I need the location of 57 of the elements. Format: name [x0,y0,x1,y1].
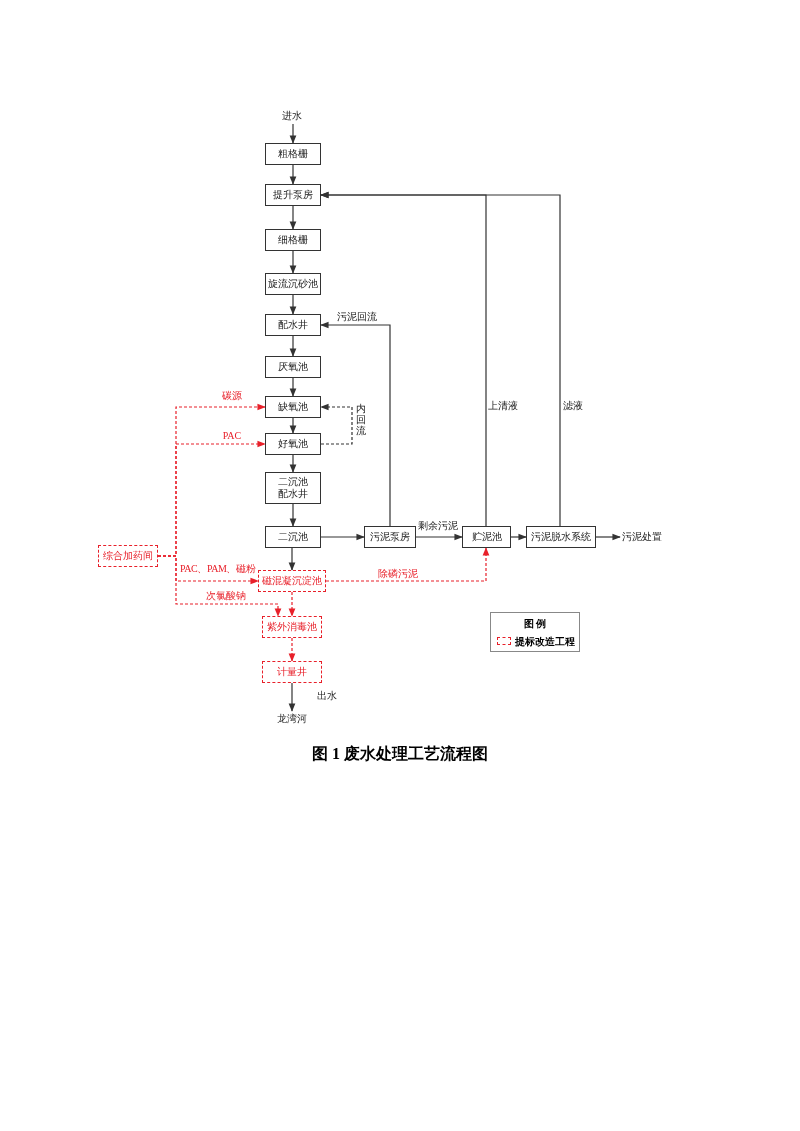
arrow [320,191,561,527]
process-box: 紫外消毒池 [262,616,322,638]
edge-label: 除磷污泥 [377,568,419,579]
process-box: 综合加药间 [98,545,158,567]
arrow [157,555,282,617]
legend-heading: 图 例 [522,617,548,631]
arrow [289,250,297,274]
arrow [288,547,296,571]
arrow [289,294,297,315]
arrow [289,335,297,357]
process-box: 配水井 [265,314,321,336]
arrow [289,454,297,473]
arrow [415,533,463,541]
process-box: 贮泥池 [462,526,511,548]
edge-label: 次氯酸钠 [205,590,247,601]
flow-endpoint-label: 污泥处置 [620,529,664,545]
process-box: 污泥泵房 [364,526,416,548]
edge-label: PAC [221,430,243,441]
edge-label: 碳源 [221,390,243,401]
process-box: 二沉池配水井 [265,472,321,504]
process-box: 计量井 [262,661,322,683]
process-box: 旋流沉砂池 [265,273,321,295]
arrow [288,682,296,712]
arrow [288,591,296,617]
edge-label: 上清液 [487,400,519,411]
arrow [289,377,297,397]
process-box: 细格栅 [265,229,321,251]
edge-label: 出水 [316,690,338,701]
arrow [325,547,490,582]
process-box: 提升泵房 [265,184,321,206]
process-box: 粗格栅 [265,143,321,165]
arrow [288,637,296,662]
process-box: 缺氧池 [265,396,321,418]
process-box: 污泥脱水系统 [526,526,596,548]
arrow [320,321,391,527]
process-box: 厌氧池 [265,356,321,378]
arrow [289,417,297,434]
arrow [320,403,353,445]
arrow [320,533,365,541]
flow-endpoint-label: 龙湾河 [274,711,310,727]
arrow [289,205,297,230]
legend-label: 提标改造工程 [515,635,575,649]
edge-label: 滤液 [562,400,584,411]
edge-label: 剩余污泥 [417,520,459,531]
arrow [595,533,621,541]
edge-label: 内回流 [356,403,366,436]
arrow [289,123,297,144]
process-box: 二沉池 [265,526,321,548]
edge-label: PAC、PAM、磁粉 [179,563,257,574]
figure-caption: 图 1 废水处理工艺流程图 [311,744,489,764]
edge-label: 污泥回流 [336,311,378,322]
flow-endpoint-label: 进水 [278,108,306,124]
arrow [289,503,297,527]
process-box: 好氧池 [265,433,321,455]
process-box: 磁混凝沉淀池 [258,570,326,592]
arrow [289,164,297,185]
arrow [510,533,527,541]
